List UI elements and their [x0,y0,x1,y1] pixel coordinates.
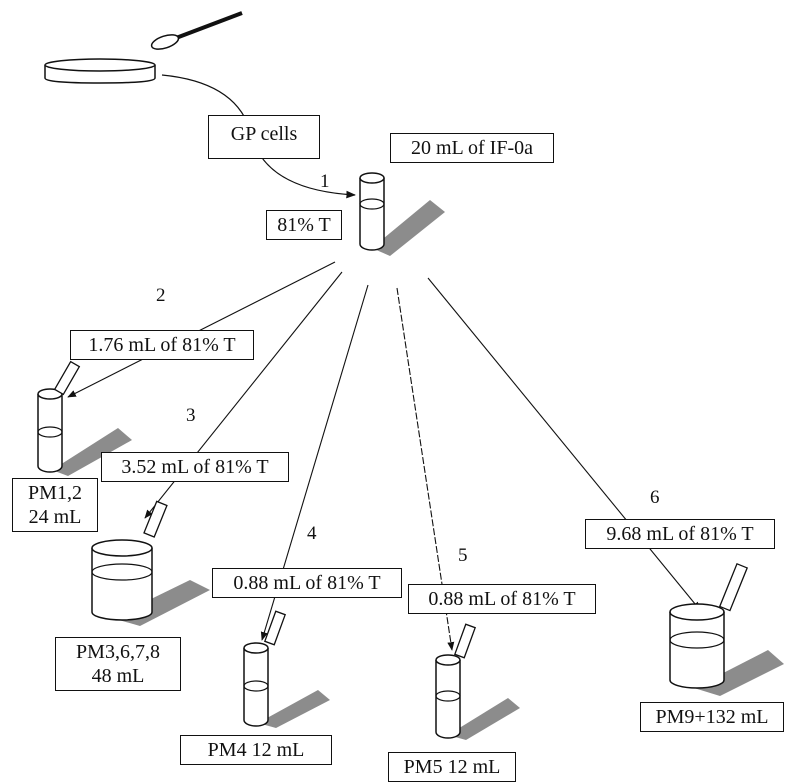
flask-icon [91,500,210,626]
flask-icon [669,562,784,696]
pm4-volume-label: PM4 12 mL [180,735,332,765]
pm9-volume-label: PM9+132 mL [640,702,784,732]
transfer-label-step6: 9.68 mL of 81% T [585,519,775,549]
test-tube-icon [243,610,330,728]
test-tube-icon [435,623,520,740]
step-number-5: 5 [458,545,468,566]
pm12-volume-label: PM1,2 24 mL [12,478,98,532]
step-number-4: 4 [307,523,317,544]
test-tube-icon [37,360,132,476]
transfer-label-step5: 0.88 mL of 81% T [408,584,596,614]
pm3678-volume-label: PM3,6,7,8 48 mL [55,637,181,691]
transfer-label-step3: 3.52 mL of 81% T [101,452,289,482]
pm12-volume: 24 mL [28,506,82,528]
percent-t-label: 81% T [266,210,342,240]
transfer-label-step2: 1.76 mL of 81% T [70,330,254,360]
inoculation-loop-icon [150,11,243,50]
pm3678-name: PM3,6,7,8 [76,641,160,663]
pm12-name: PM1,2 [28,482,82,504]
gp-cells-label: GP cells [208,115,320,159]
step-number-6: 6 [650,487,660,508]
step-number-1: 1 [320,171,330,192]
pm3678-volume: 48 mL [91,665,145,687]
if0a-volume-label: 20 mL of IF-0a [390,133,554,163]
petri-dish-icon [44,58,156,84]
step-number-3: 3 [186,405,196,426]
pm5-volume-label: PM5 12 mL [388,752,516,782]
transfer-label-step4: 0.88 mL of 81% T [212,568,402,598]
source-tube-icon [359,172,445,256]
step-number-2: 2 [156,285,166,306]
